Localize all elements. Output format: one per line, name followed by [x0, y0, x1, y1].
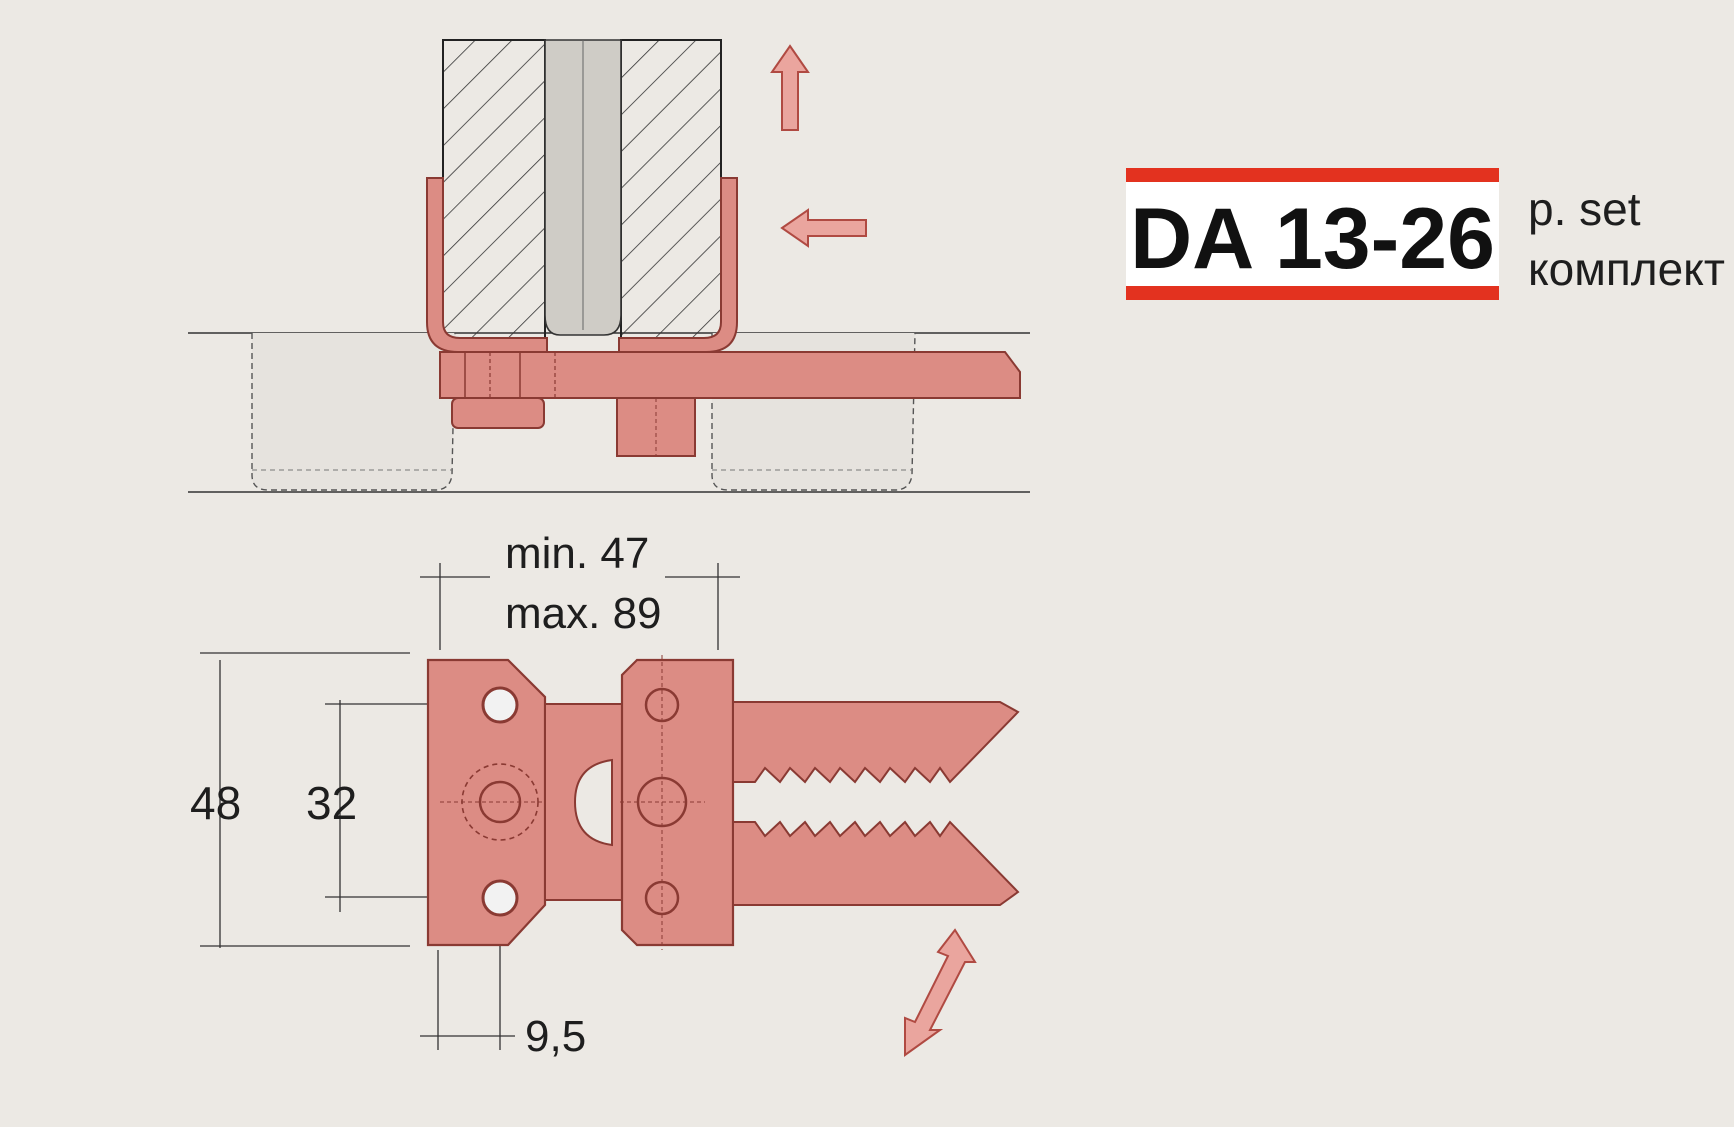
badge-bar-top [1126, 168, 1499, 182]
mounting-plate-right [620, 655, 735, 950]
dimension-height-outer: 48 [190, 777, 242, 829]
peg [616, 397, 696, 457]
clamp-left [426, 177, 548, 353]
dimension-width-max: max. 89 [505, 589, 662, 638]
arrow-up-icon [770, 44, 810, 131]
dimension-offset: 9,5 [525, 1012, 587, 1061]
dimension-height-holes: 32 [306, 777, 358, 829]
product-code: DA 13-26 [1130, 191, 1495, 287]
double-arrow-icon [904, 928, 977, 1057]
serrated-jaw-lower [732, 820, 1020, 906]
clamp-right [618, 177, 738, 353]
serrated-jaw-upper [732, 701, 1020, 784]
panel-right [620, 39, 722, 339]
product-code-badge: DA 13-26 [1126, 168, 1499, 300]
dimension-width-min: min. 47 [505, 529, 650, 578]
housing-left [251, 332, 456, 491]
mounting-plate-left [426, 658, 560, 947]
plan-view [200, 563, 1020, 1057]
connector-plate [439, 351, 1021, 399]
unit-label-ru: комплект [1528, 243, 1725, 295]
screw-head [451, 397, 545, 429]
center-divider [544, 39, 622, 336]
section-view [188, 39, 1030, 493]
unit-label-en: p. set [1528, 183, 1641, 235]
slotted-arm [544, 703, 626, 901]
panel-left [442, 39, 546, 339]
badge-bar-bottom [1126, 286, 1499, 300]
arrow-left-icon [780, 208, 867, 248]
